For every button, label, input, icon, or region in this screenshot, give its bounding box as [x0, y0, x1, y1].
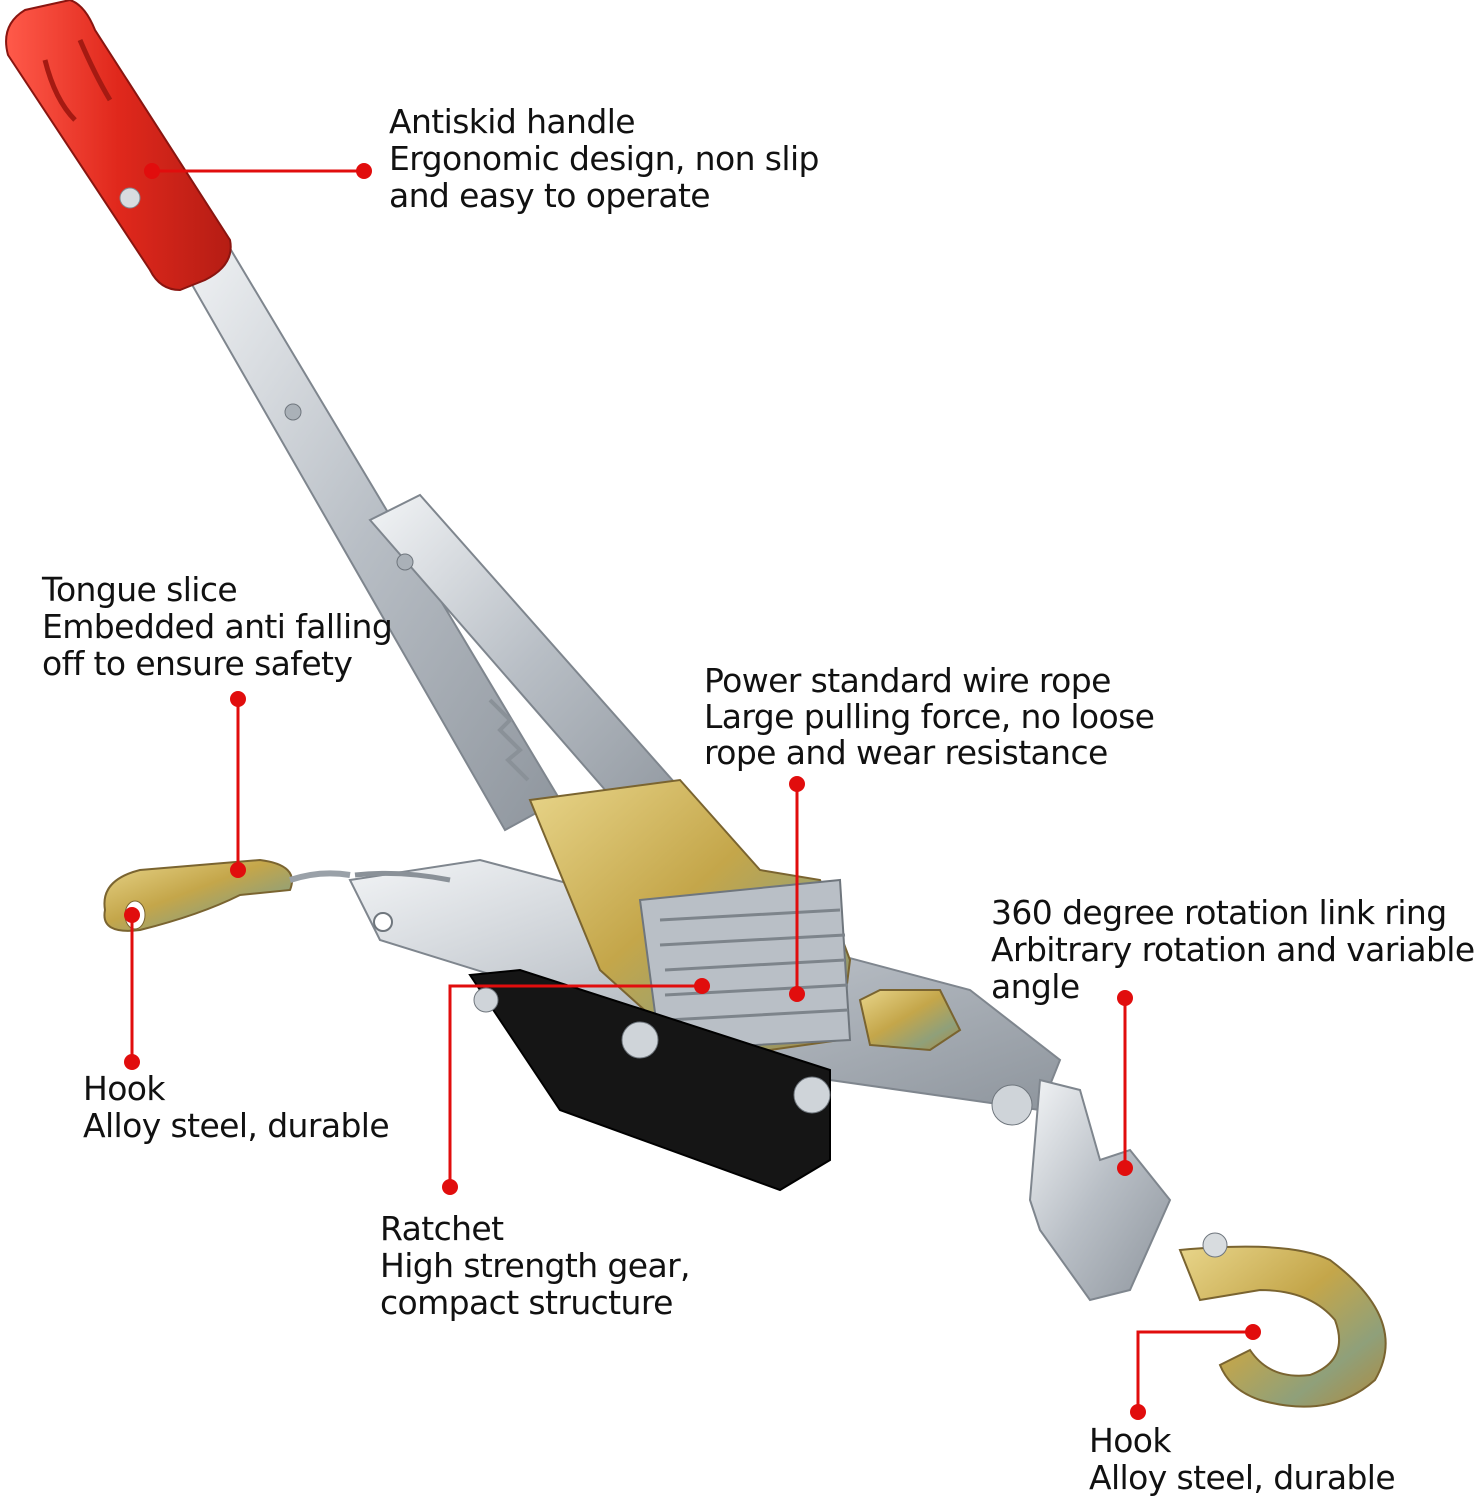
- callout-title: Antiskid handle: [389, 102, 636, 141]
- callout-title: Hook: [1089, 1421, 1172, 1460]
- callout-line: High strength gear,: [380, 1246, 691, 1285]
- antiskid-handle: [5, 0, 232, 292]
- callout-line: Ergonomic design, non slip: [389, 139, 819, 178]
- leader-handle: [144, 163, 372, 179]
- callout-tongue-slice: Tongue slice Embedded anti falling off t…: [42, 570, 393, 683]
- callout-line: Alloy steel, durable: [1089, 1458, 1396, 1497]
- callout-hook-right: Hook Alloy steel, durable: [1089, 1421, 1396, 1497]
- callout-hook-left: Hook Alloy steel, durable: [83, 1069, 390, 1145]
- callout-line: Alloy steel, durable: [83, 1106, 390, 1145]
- callout-line: Embedded anti falling: [42, 607, 393, 646]
- callout-link-ring: 360 degree rotation link ring Arbitrary …: [991, 894, 1475, 1005]
- callout-line: off to ensure safety: [42, 644, 353, 683]
- callout-line: and easy to operate: [389, 176, 711, 215]
- callout-title: Tongue slice: [42, 570, 238, 609]
- callout-line: Large pulling force, no loose: [704, 697, 1155, 736]
- callout-title: Power standard wire rope: [704, 661, 1111, 700]
- callout-title: 360 degree rotation link ring: [991, 893, 1447, 932]
- right-hook-assembly: [1028, 1078, 1387, 1408]
- callout-ratchet: Ratchet High strength gear, compact stru…: [380, 1209, 691, 1322]
- callout-line: Arbitrary rotation and variable: [991, 930, 1475, 969]
- callout-title: Ratchet: [380, 1209, 504, 1248]
- leader-rope: [789, 776, 805, 1002]
- callout-leaders: [124, 163, 1261, 1420]
- callout-antiskid-handle: Antiskid handle Ergonomic design, non sl…: [389, 103, 819, 214]
- lever-arm: [173, 238, 692, 832]
- leader-link-ring: [1117, 990, 1133, 1176]
- ratchet-gear: [528, 778, 962, 1062]
- leader-tongue: [230, 691, 246, 878]
- callout-title: Hook: [83, 1069, 166, 1108]
- leader-hook-right: [1130, 1324, 1261, 1420]
- leader-hook-left: [124, 907, 140, 1070]
- callout-line: compact structure: [380, 1283, 673, 1322]
- callout-wire-rope: Power standard wire rope Large pulling f…: [704, 661, 1155, 772]
- side-plate: [468, 968, 1033, 1192]
- leader-ratchet: [442, 978, 710, 1195]
- callout-line: angle: [991, 967, 1080, 1006]
- callout-line: rope and wear resistance: [704, 733, 1108, 772]
